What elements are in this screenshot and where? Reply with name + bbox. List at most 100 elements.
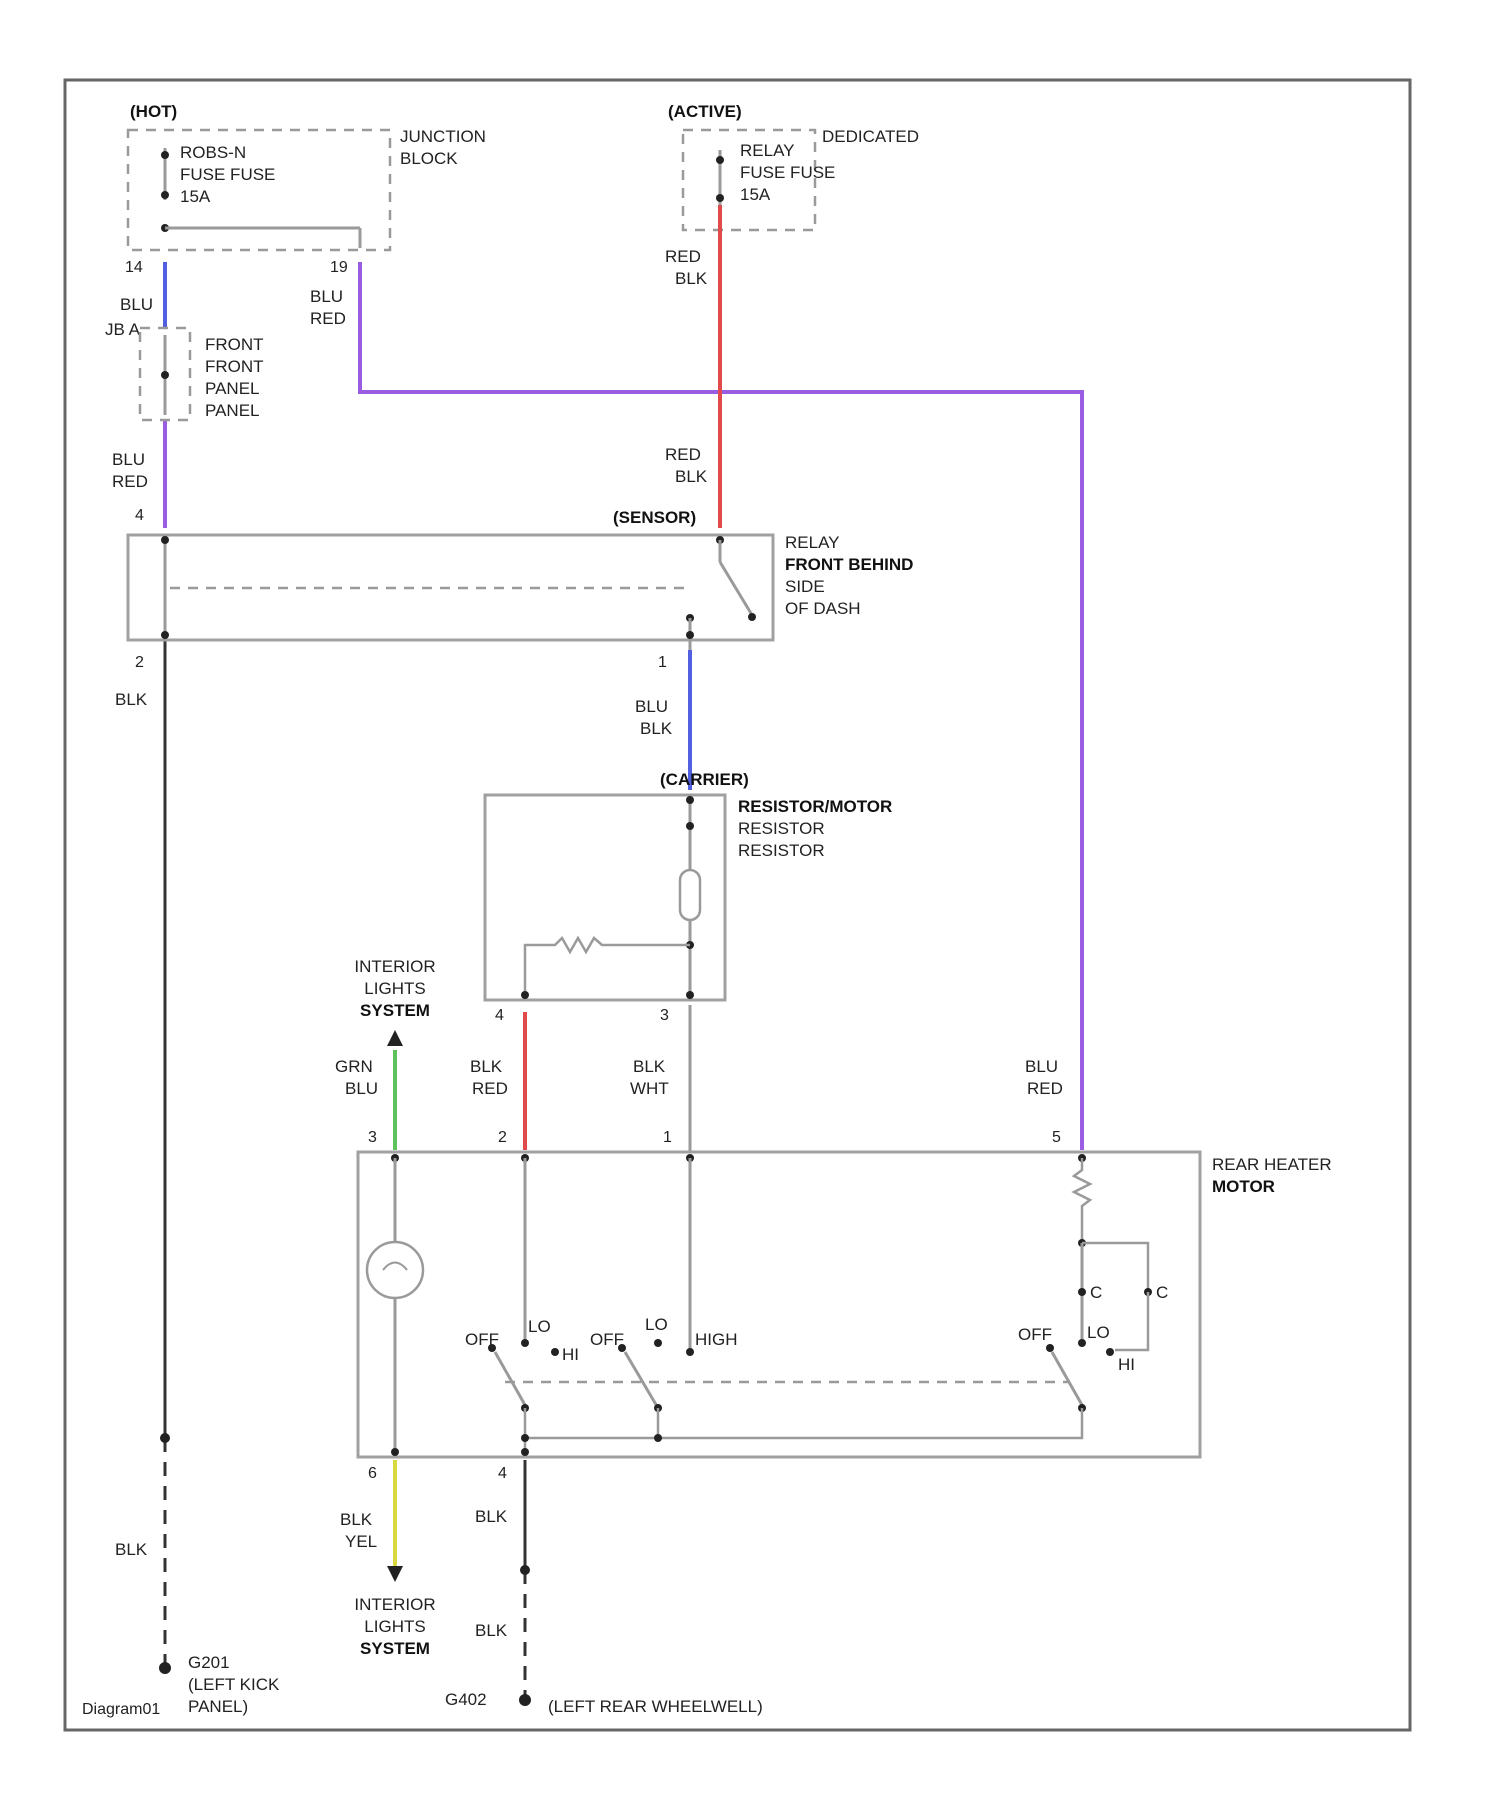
diagram-frame [65, 80, 1410, 1730]
relay-name-1: RELAY [785, 533, 840, 552]
wire-label: RED [665, 445, 701, 464]
wire-label: GRN [335, 1057, 373, 1076]
dedicated-fuse-header: (ACTIVE) [668, 102, 742, 121]
wire-label: BLK [675, 269, 708, 288]
wire-label: BLK [470, 1057, 503, 1076]
wire-label: BLK [475, 1507, 508, 1526]
rear-heater: REAR HEATER MOTOR 3 2 1 5 6 4 [358, 1129, 1332, 1482]
ground-g402-location: (LEFT REAR WHEELWELL) [548, 1697, 763, 1716]
heater-name-1: REAR HEATER [1212, 1155, 1332, 1174]
heater-terminal [521, 1448, 529, 1456]
wire-label: BLK [340, 1510, 373, 1529]
relay-name-2: FRONT BEHIND [785, 555, 913, 574]
relay-terminal [686, 631, 694, 639]
ground-splice [160, 1433, 170, 1443]
bus-node [521, 1434, 529, 1442]
wire-label: RED [472, 1079, 508, 1098]
wire-label: BLK [675, 467, 708, 486]
ground-splice [520, 1565, 530, 1575]
switch-label-lo: LO [528, 1317, 551, 1336]
relay: (SENSOR) 4 2 1 RELAY FRONT BEHIND SIDE O… [128, 507, 913, 671]
resistor-terminal [686, 796, 694, 804]
switch-terminal [686, 1348, 694, 1356]
fuse-label-1: ROBS-N [180, 143, 246, 162]
relay-name-4: OF DASH [785, 599, 861, 618]
wire-label: BLU [310, 287, 343, 306]
wire-label: BLU [112, 450, 145, 469]
bus-node [654, 1434, 662, 1442]
wire-label: RED [310, 309, 346, 328]
pin-14: 14 [125, 259, 143, 276]
wire-label: WHT [630, 1079, 669, 1098]
fuse-terminal [161, 151, 169, 159]
motor-terminal [1078, 1288, 1086, 1296]
ground-g201-location-1: (LEFT KICK [188, 1675, 280, 1694]
joint-block-name-2: FRONT [205, 357, 264, 376]
joint-block-name-3: PANEL [205, 379, 260, 398]
wire-label: BLU [1025, 1057, 1058, 1076]
wire-label: BLU [120, 295, 153, 314]
wire-label: BLK [115, 1540, 148, 1559]
fuse-label-2: FUSE FUSE [180, 165, 275, 184]
switch-label-lo: LO [1087, 1323, 1110, 1342]
resistor-name-3: RESISTOR [738, 841, 825, 860]
wires [165, 205, 1082, 1695]
heater-pin-6: 6 [368, 1465, 377, 1482]
relay-pin-4: 4 [135, 507, 144, 524]
wire-label: BLU [635, 697, 668, 716]
wire-labels: BLU BLU RED RED BLK RED BLK BLU RED BLK … [112, 247, 1063, 1640]
interior-lights-line-1: INTERIOR [354, 1595, 435, 1614]
switch-label-lo: LO [645, 1315, 668, 1334]
joint-node [161, 371, 169, 379]
dedicated-fuse: (ACTIVE) DEDICATED RELAY FUSE FUSE 15A [668, 102, 919, 230]
interior-lights-line-2: LIGHTS [364, 979, 425, 998]
common-bus [658, 1408, 1082, 1438]
dedicated-fuse-label-1: RELAY [740, 141, 795, 160]
joint-block-name-4: PANEL [205, 401, 260, 420]
resistor-terminal [686, 822, 694, 830]
pin-19: 19 [330, 259, 348, 276]
resistor-name-1: RESISTOR/MOTOR [738, 797, 892, 816]
footer-code: Diagram01 [82, 1701, 160, 1718]
resistor-terminal [686, 991, 694, 999]
wire-label: BLK [115, 690, 148, 709]
relay-pin-2: 2 [135, 654, 144, 671]
ground-g402-icon [519, 1694, 531, 1706]
ground-g201-location-2: PANEL) [188, 1697, 248, 1716]
switch-terminal [1078, 1339, 1086, 1347]
dedicated-fuse-name: DEDICATED [822, 127, 919, 146]
relay-header: (SENSOR) [613, 508, 696, 527]
joint-block-label: JB A [105, 320, 141, 339]
switch-blade [625, 1352, 658, 1408]
thermal-fuse-symbol [680, 870, 700, 920]
relay-switch-blade [720, 562, 752, 615]
switch-terminal [1106, 1348, 1114, 1356]
wire-label: BLK [640, 719, 673, 738]
motor-wire [1115, 1292, 1148, 1350]
switch-label-hi: HI [1118, 1355, 1135, 1374]
heater-pin-4: 4 [498, 1465, 507, 1482]
relay-terminal [748, 613, 756, 621]
common-bus [525, 1408, 658, 1438]
ground-g201-code: G201 [188, 1653, 230, 1672]
relay-terminal [161, 631, 169, 639]
heater-box [358, 1152, 1200, 1457]
grounds: G201 (LEFT KICK PANEL) G402 (LEFT REAR W… [159, 1433, 763, 1716]
motor-coil [1074, 1158, 1090, 1240]
interior-lights-top: INTERIOR LIGHTS SYSTEM [354, 957, 435, 1046]
switch-label-off: OFF [465, 1330, 499, 1349]
heater-pin-5: 5 [1052, 1129, 1061, 1146]
switch-blade [495, 1352, 525, 1405]
ground-g201-icon [159, 1662, 171, 1674]
fuse-terminal [716, 194, 724, 202]
wire-label: RED [665, 247, 701, 266]
resistor-zigzag [525, 938, 690, 995]
interior-lights-line-3: SYSTEM [360, 1639, 430, 1658]
switch-label-off: OFF [590, 1330, 624, 1349]
ground-g402-code: G402 [445, 1690, 487, 1709]
switch-blade [1052, 1352, 1082, 1405]
resistor-terminal [521, 991, 529, 999]
switch-label-high: HIGH [695, 1330, 738, 1349]
heater-terminal [391, 1448, 399, 1456]
wire-label: BLK [633, 1057, 666, 1076]
